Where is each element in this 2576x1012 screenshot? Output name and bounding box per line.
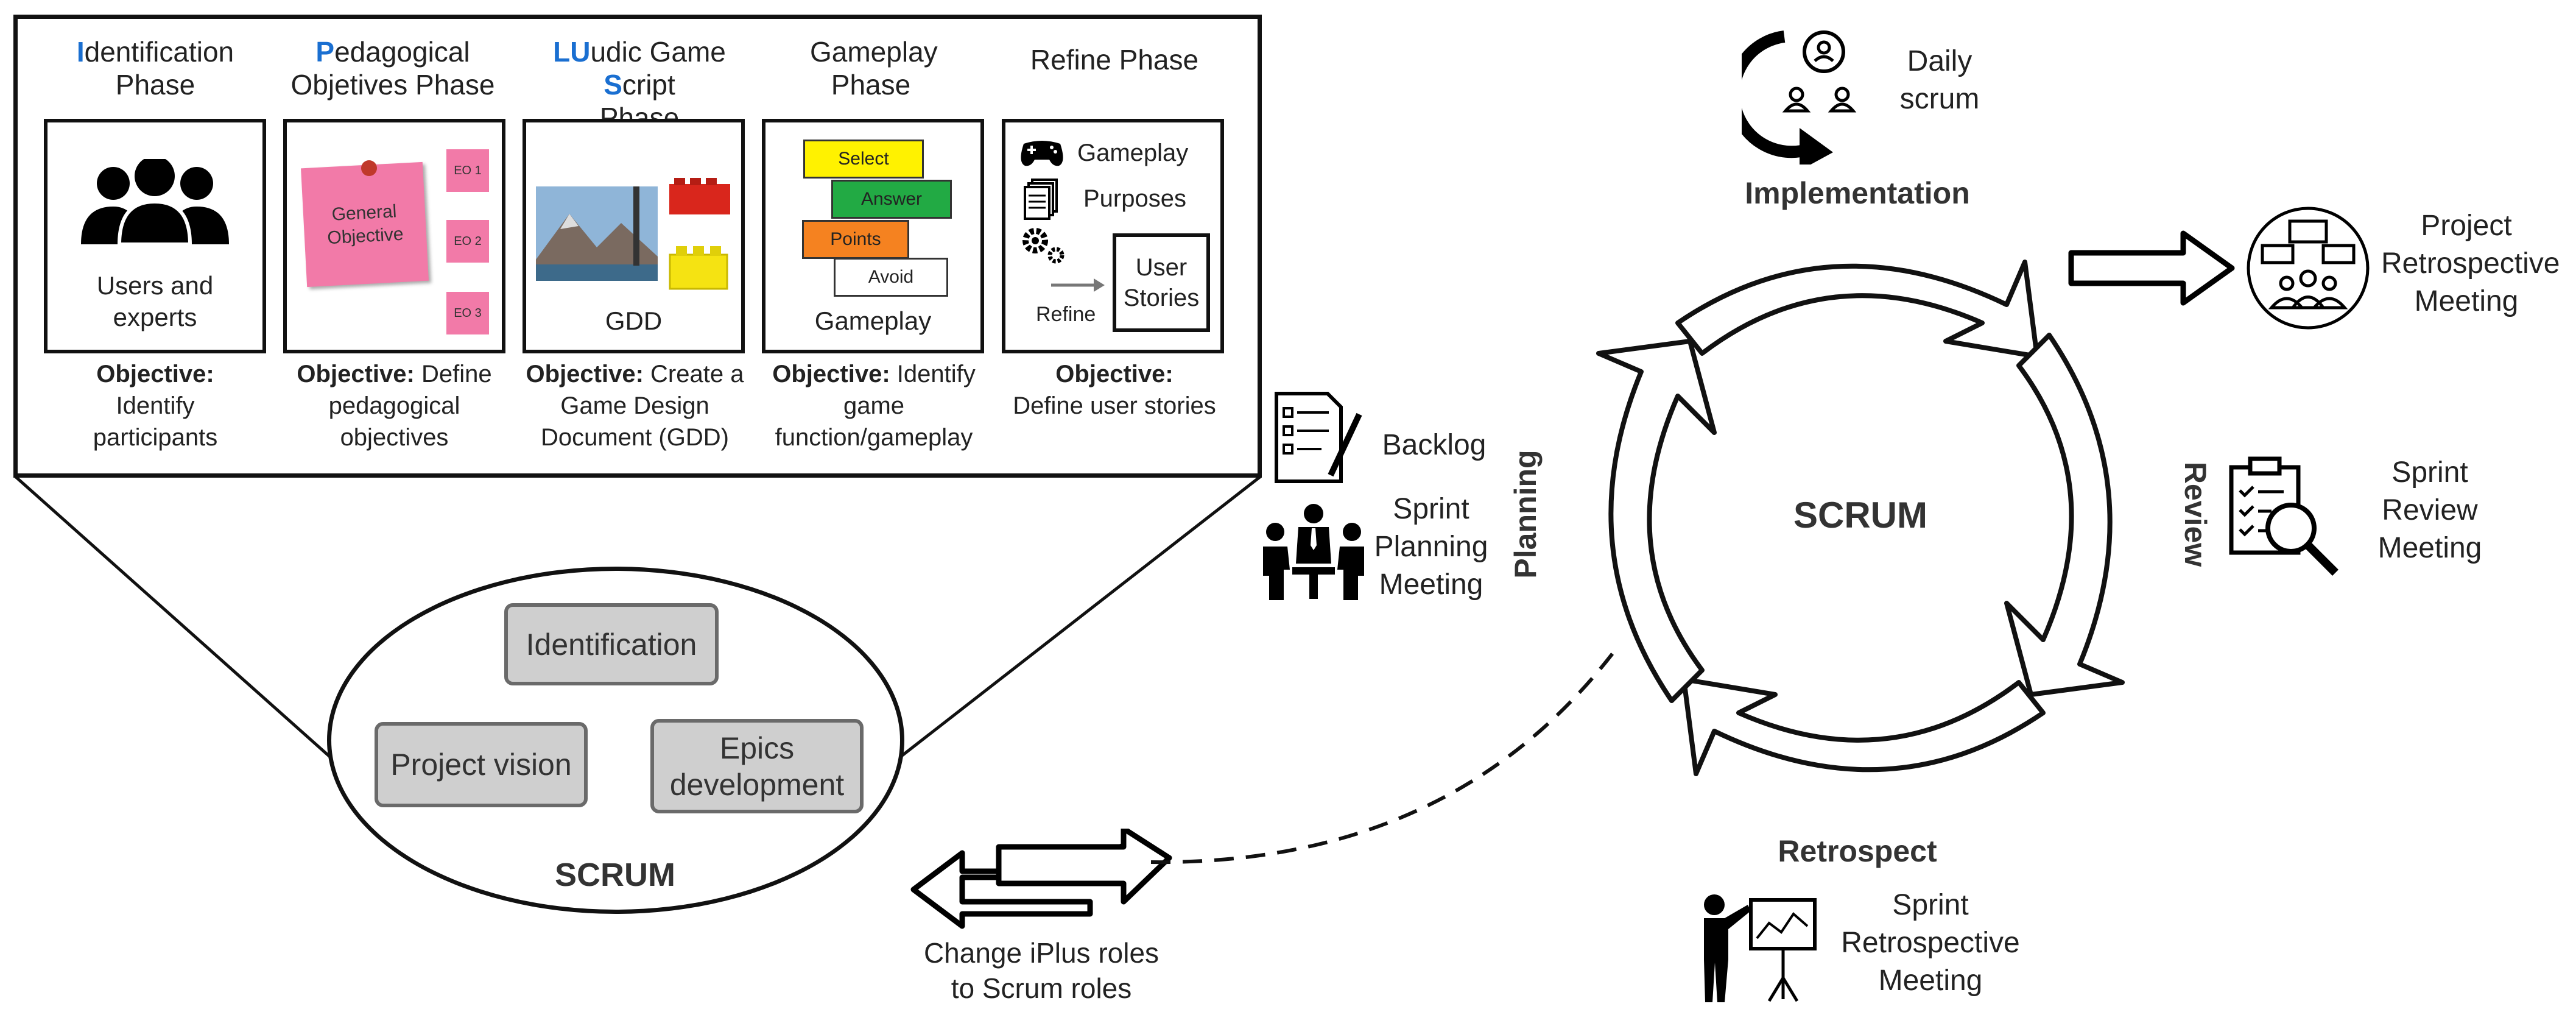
gdd-caption: GDD <box>605 306 663 335</box>
identification-caption: Users and experts <box>96 271 214 331</box>
phase-box-refine: Gameplay Purposes Refine User Stories <box>1002 119 1224 353</box>
objective-gameplay: Objective: Identify game function/gamepl… <box>772 361 976 451</box>
change-roles-label: Change iPlus roles to Scrum roles <box>923 937 1160 1004</box>
implementation-label: Implementation <box>1745 176 1970 210</box>
refine-label: Refine <box>1036 303 1096 326</box>
daily-scrum-label: Daily scrum <box>1899 45 1980 115</box>
phase-title-refine: Refine Phase <box>1030 44 1199 76</box>
retrospect-label: Retrospect <box>1778 834 1937 868</box>
phase-box-ludic: GDD <box>523 119 745 353</box>
block-avoid: Avoid <box>834 258 948 297</box>
cycle-arrow-bottom <box>1681 677 2046 776</box>
block-points: Points <box>802 220 909 259</box>
eo-note: EO 3 <box>446 292 489 334</box>
objective-identification: Objective:Identify participants <box>93 361 218 451</box>
phase-title-identification: Identification Phase <box>76 36 234 101</box>
block-answer: Answer <box>831 180 952 219</box>
eo-note: EO 2 <box>446 220 489 263</box>
box-project-vision: Project vision <box>375 722 588 807</box>
gameplay-caption: Gameplay <box>814 306 932 335</box>
cycle-arrow-top <box>1675 260 2039 359</box>
inception-scrum-title: SCRUM <box>555 857 675 893</box>
scrum-center-label: SCRUM <box>1793 495 1927 536</box>
project-retrospective-icon <box>2247 207 2370 330</box>
sprint-review-label: Sprint Review Meeting <box>2377 456 2482 564</box>
phase-box-identification: Users and experts <box>44 119 266 353</box>
phase-box-pedagogical: General Objective EO 1 EO 2 EO 3 <box>283 119 505 353</box>
sprint-planning-label: Sprint Planning Meeting <box>1374 493 1488 601</box>
arrow-right-icon <box>2068 230 2235 306</box>
objective-ludic: Objective: Create a Game Design Document… <box>526 361 744 451</box>
gears-icon <box>1022 228 1065 264</box>
cycle-arrow-right <box>2004 333 2125 697</box>
documents-icon <box>1024 179 1058 220</box>
landscape-image-icon <box>536 186 658 281</box>
refine-item-gameplay: Gameplay <box>1077 140 1189 166</box>
zoom-connector-lines <box>14 475 1262 760</box>
refine-item-purposes: Purposes <box>1083 185 1186 212</box>
planning-label: Planning <box>1508 450 1543 579</box>
pin-icon <box>361 160 377 176</box>
objective-refine: Objective:Define user stories <box>1013 361 1216 419</box>
dashed-connector <box>1150 651 1616 865</box>
box-identification: Identification <box>504 603 719 685</box>
eo-note: EO 1 <box>446 149 489 192</box>
sprint-retrospective-label: Sprint Retrospective Meeting <box>1841 889 2020 997</box>
arrow-right-icon <box>1051 278 1105 292</box>
users-icon <box>81 159 229 246</box>
phase-title-pedagogical: Pedagogical Objetives Phase <box>290 36 495 101</box>
backlog-label: Backlog <box>1382 429 1487 461</box>
presenter-board-icon <box>1704 894 1817 1002</box>
planning-meeting-people-icon <box>1263 504 1364 600</box>
review-label: Review <box>2178 461 2212 567</box>
block-select: Select <box>803 140 924 179</box>
scrum-cycle: SCRUM <box>1596 260 2125 776</box>
phase-box-gameplay: Select Answer Points Avoid Gameplay <box>762 119 984 353</box>
objective-pedagogical: Objective: Define pedagogical objectives <box>297 361 492 451</box>
gamepad-icon <box>1021 141 1063 166</box>
backlog-checklist-icon <box>1275 392 1362 483</box>
clipboard-magnifier-icon <box>2229 456 2338 576</box>
cycle-arrow-left <box>1596 339 1717 703</box>
red-lego-icon <box>669 178 730 214</box>
project-retrospective-label: Project Retrospective Meeting <box>2381 210 2560 317</box>
user-stories-box: User Stories <box>1113 233 1210 332</box>
box-epics-development: Epics development <box>650 719 864 813</box>
phase-title-gameplay: Gameplay Phase <box>810 36 938 101</box>
phases-panel <box>13 15 1262 478</box>
daily-scrum-icon <box>1742 30 1857 165</box>
change-roles-arrow-icon <box>910 829 1172 929</box>
yellow-lego-icon <box>669 246 728 290</box>
